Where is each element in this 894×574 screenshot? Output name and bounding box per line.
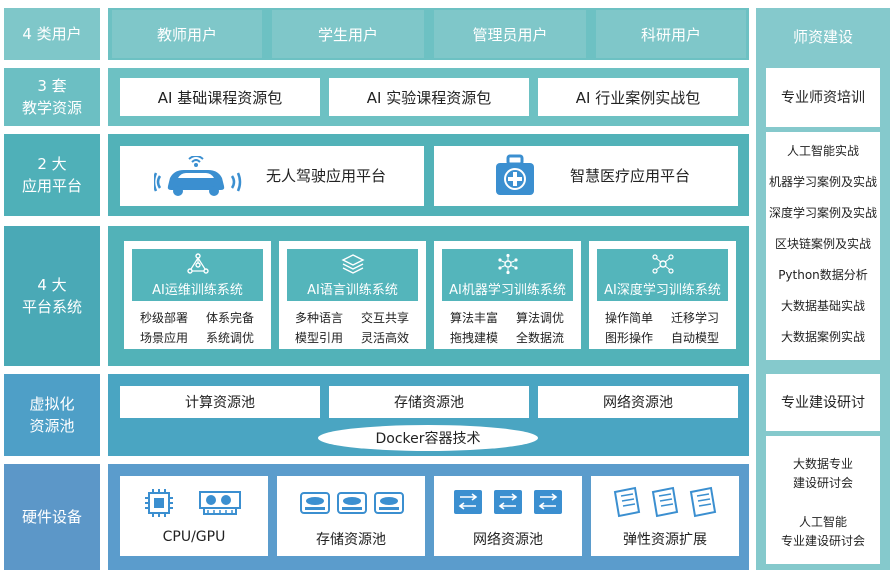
hw-cpu-gpu-label: CPU/GPU bbox=[162, 529, 226, 545]
seminar-box: 专业建设研讨 大数据专业 建设研讨会 人工智能 专业建设研讨会 bbox=[766, 374, 880, 564]
row-label-resources-line2: 教学资源 bbox=[21, 99, 82, 117]
row-label-resources: 3 套 教学资源 bbox=[4, 68, 100, 126]
system-ml-feature: 拖拽建模 bbox=[450, 331, 499, 345]
system-language-feature: 灵活高效 bbox=[361, 331, 410, 345]
row-label-virtual: 虚拟化 资源池 bbox=[4, 374, 100, 456]
system-ops-header: AI运维训练系统 bbox=[132, 249, 263, 301]
system-dl-feature: 自动模型 bbox=[671, 331, 720, 345]
user-admin: 管理员用户 bbox=[434, 10, 586, 58]
system-ops-feature: 系统调优 bbox=[206, 331, 255, 345]
row-label-platforms-line1: 4 大 bbox=[37, 276, 67, 294]
system-language-feature: 多种语言 bbox=[295, 311, 344, 325]
resource-basic-course: AI 基础课程资源包 bbox=[120, 78, 320, 116]
system-ml-feature: 算法丰富 bbox=[450, 311, 499, 325]
row-label-hardware: 硬件设备 bbox=[4, 464, 100, 570]
system-ml: AI机器学习训练系统 算法丰富 算法调优 拖拽建模 全数据流 bbox=[434, 241, 581, 349]
training-item: Python数据分析 bbox=[778, 268, 868, 282]
system-dl-feature: 迁移学习 bbox=[671, 311, 720, 325]
system-ops-feature: 秒级部署 bbox=[140, 311, 189, 325]
hw-network-label: 网络资源池 bbox=[473, 532, 543, 548]
row-label-virtual-line1: 虚拟化 bbox=[29, 395, 75, 413]
gpu-icon bbox=[198, 490, 242, 520]
system-ml-feature: 算法调优 bbox=[516, 311, 565, 325]
system-ops-title: AI运维训练系统 bbox=[152, 282, 243, 298]
user-student: 学生用户 bbox=[272, 10, 424, 58]
system-dl-header: AI深度学习训练系统 bbox=[597, 249, 728, 301]
app-medical: 智慧医疗应用平台 bbox=[434, 146, 738, 206]
hw-network: 网络资源池 bbox=[434, 476, 582, 556]
row-label-apps: 2 大 应用平台 bbox=[4, 134, 100, 216]
user-research: 科研用户 bbox=[596, 10, 746, 58]
system-ml-header: AI机器学习训练系统 bbox=[442, 249, 573, 301]
cpu-icon bbox=[142, 488, 176, 522]
system-ops: AI运维训练系统 秒级部署 体系完备 场景应用 系统调优 bbox=[124, 241, 271, 349]
molecule-icon bbox=[497, 253, 519, 279]
system-dl-feature: 操作简单 bbox=[605, 311, 654, 325]
training-item: 深度学习案例及实战 bbox=[768, 206, 877, 220]
pool-storage: 存储资源池 bbox=[329, 386, 529, 418]
training-item: 大数据案例实战 bbox=[780, 330, 865, 344]
switch-icon bbox=[452, 488, 564, 520]
row-label-resources-line1: 3 套 bbox=[37, 77, 67, 95]
row-label-apps-line2: 应用平台 bbox=[21, 177, 82, 195]
hw-elastic: 弹性资源扩展 bbox=[591, 476, 739, 556]
hw-storage: 存储资源池 bbox=[277, 476, 425, 556]
app-autodrive-label: 无人驾驶应用平台 bbox=[266, 167, 387, 185]
system-dl-title: AI深度学习训练系统 bbox=[604, 282, 721, 298]
teacher-building-title: 师资建设 bbox=[792, 27, 853, 46]
training-box: 专业师资培训 人工智能实战 机器学习案例及实战 深度学习案例及实战 区块链案例及… bbox=[766, 68, 880, 360]
training-item: 大数据基础实战 bbox=[780, 299, 865, 313]
expansion-card-icon bbox=[611, 486, 721, 522]
system-language-feature: 模型引用 bbox=[295, 331, 344, 345]
seminar-item: 专业建设研讨会 bbox=[780, 534, 865, 548]
training-title: 专业师资培训 bbox=[781, 90, 865, 106]
system-ml-title: AI机器学习训练系统 bbox=[449, 282, 566, 298]
row-label-users: 4 类用户 bbox=[4, 8, 100, 60]
pool-network: 网络资源池 bbox=[538, 386, 738, 418]
hw-cpu-gpu: CPU/GPU bbox=[120, 476, 268, 556]
car-icon bbox=[152, 155, 244, 202]
seminar-title: 专业建设研讨 bbox=[781, 395, 865, 411]
pool-compute: 计算资源池 bbox=[120, 386, 320, 418]
medical-kit-icon bbox=[494, 154, 536, 202]
system-ops-feature: 场景应用 bbox=[140, 331, 189, 345]
hw-storage-label: 存储资源池 bbox=[316, 532, 386, 548]
app-medical-label: 智慧医疗应用平台 bbox=[570, 167, 691, 185]
user-teacher: 教师用户 bbox=[112, 10, 262, 58]
resource-lab-course: AI 实验课程资源包 bbox=[329, 78, 529, 116]
docker-ellipse: Docker容器技术 bbox=[318, 425, 538, 451]
training-item: 机器学习案例及实战 bbox=[768, 175, 877, 189]
app-autodrive: 无人驾驶应用平台 bbox=[120, 146, 424, 206]
seminar-divider bbox=[766, 431, 880, 436]
seminar-item: 人工智能 bbox=[798, 515, 847, 529]
network-icon bbox=[186, 252, 209, 279]
seminar-item: 大数据专业 bbox=[792, 457, 853, 471]
row-label-virtual-line2: 资源池 bbox=[29, 417, 75, 435]
layers-icon bbox=[340, 253, 365, 279]
system-language-header: AI语言训练系统 bbox=[287, 249, 418, 301]
neural-net-icon bbox=[651, 253, 675, 279]
seminar-item: 建设研讨会 bbox=[792, 476, 853, 490]
system-ml-feature: 全数据流 bbox=[516, 331, 565, 345]
system-ops-feature: 体系完备 bbox=[206, 311, 255, 325]
training-item: 人工智能实战 bbox=[786, 144, 859, 158]
disk-icon bbox=[299, 490, 405, 520]
system-language-title: AI语言训练系统 bbox=[307, 282, 398, 298]
row-label-platforms: 4 大 平台系统 bbox=[4, 226, 100, 366]
hw-elastic-label: 弹性资源扩展 bbox=[623, 532, 707, 548]
resource-industry-case: AI 行业案例实战包 bbox=[538, 78, 738, 116]
row-label-apps-line1: 2 大 bbox=[37, 155, 67, 173]
training-divider bbox=[766, 127, 880, 132]
system-language: AI语言训练系统 多种语言 交互共享 模型引用 灵活高效 bbox=[279, 241, 426, 349]
row-label-platforms-line2: 平台系统 bbox=[21, 298, 82, 316]
training-item: 区块链案例及实战 bbox=[774, 237, 871, 251]
system-dl-feature: 图形操作 bbox=[605, 331, 654, 345]
system-language-feature: 交互共享 bbox=[361, 311, 410, 325]
system-dl: AI深度学习训练系统 操作简单 迁移学习 图形操作 自动模型 bbox=[589, 241, 736, 349]
